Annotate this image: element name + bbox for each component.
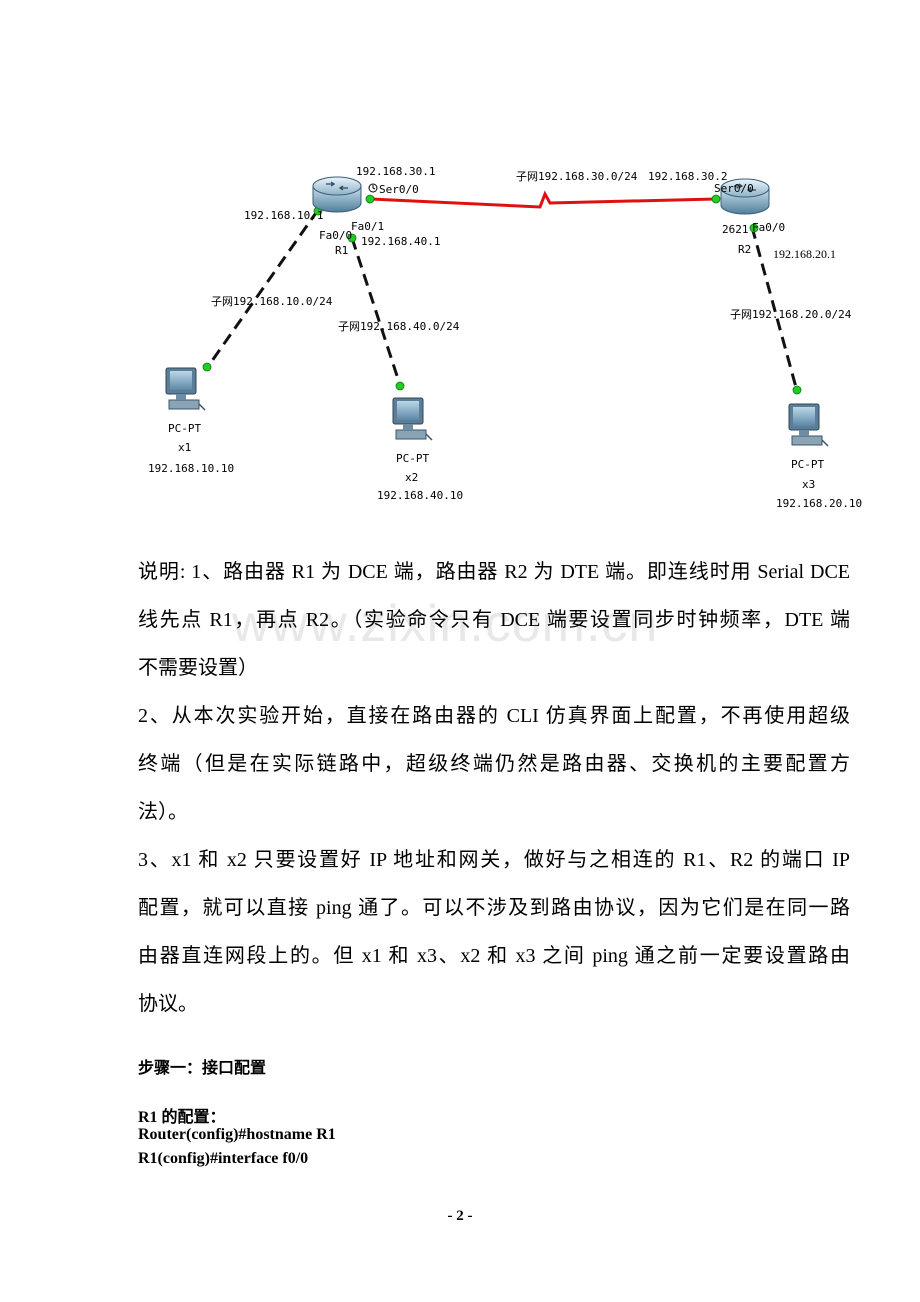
note-3-line-1: 3、x1 和 x2 只要设置好 IP 地址和网关，做好与之相连的 R1、R2 的… (138, 849, 850, 871)
note-1-line-3: 不需要设置） (138, 657, 258, 679)
pc-x3-icon[interactable] (788, 403, 829, 447)
pc-x1-type-label: PC-PT (168, 422, 201, 435)
link-r2-x3 (750, 226, 799, 392)
subnet-10-label: 子网192.168.10.0/24 (211, 295, 333, 308)
note-2-line-2: 终端（但是在实际链路中，超级终端仍然是路由器、交换机的主要配置方 (138, 753, 850, 775)
network-topology-diagram: 192.168.30.1 Ser0/0 192.168.10.1 Fa0/0 F… (148, 165, 862, 510)
serial-link (370, 190, 717, 209)
subnet-20-label: 子网192.168.20.0/24 (730, 308, 852, 321)
pc-x3-ip-label: 192.168.20.10 (776, 497, 862, 510)
r1-fa01-ip-label: 192.168.40.1 (361, 235, 440, 248)
serial-subnet-label: 子网192.168.30.0/24 (516, 170, 638, 183)
command-line-1: Router(config)#hostname R1 (138, 1126, 336, 1143)
r2-name-label: R2 (738, 243, 751, 256)
pc-x1-icon[interactable] (165, 367, 206, 411)
subnet-40-label: 子网192.168.40.0/24 (338, 320, 460, 333)
pc-x3-name-label: x3 (802, 478, 815, 491)
r1-fa01-port-label: Fa0/1 (351, 220, 384, 233)
pc-x1-name-label: x1 (178, 441, 191, 454)
note-3: 3、x1 和 x2 只要设置好 IP 地址和网关，做好与之相连的 R1、R2 的… (138, 836, 850, 1028)
page-number: - 2 - (447, 1208, 473, 1224)
port-indicators (202, 194, 802, 395)
r1-fa00-port-label: Fa0/0 (319, 229, 352, 242)
note-3-line-4: 协议。 (138, 993, 198, 1015)
clock-icon (368, 183, 378, 193)
note-2: 2、从本次实验开始，直接在路由器的 CLI 仿真界面上配置，不再使用超级 终端（… (138, 692, 850, 836)
step1-heading: 步骤一：接口配置 (138, 1060, 267, 1077)
link-r1-x1 (205, 209, 320, 369)
pc-x2-ip-label: 192.168.40.10 (377, 489, 463, 502)
r2-ser-port-label: Ser0/0 (714, 182, 754, 195)
pc-x1-ip-label: 192.168.10.10 (148, 462, 234, 475)
r1-name-label: R1 (335, 244, 348, 257)
note-1-line-2: 线先点 R1，再点 R2。（实验命令只有 DCE 端要设置同步时钟频率，DTE … (138, 609, 850, 631)
pc-x2-type-label: PC-PT (396, 452, 429, 465)
r1-ser-port-label: Ser0/0 (379, 183, 419, 196)
note-3-line-2: 配置，就可以直接 ping 通了。可以不涉及到路由协议，因为它们是在同一路 (138, 897, 850, 919)
note-1-line-1: 说明: 1、路由器 R1 为 DCE 端，路由器 R2 为 DTE 端。即连线时… (138, 561, 850, 583)
r1-ser-ip-label: 192.168.30.1 (356, 165, 435, 178)
pc-x2-name-label: x2 (405, 471, 418, 484)
note-1: 说明: 1、路由器 R1 为 DCE 端，路由器 R2 为 DTE 端。即连线时… (138, 548, 850, 692)
r2-model-label: 2621 (722, 223, 749, 236)
command-line-2: R1(config)#interface f0/0 (138, 1150, 309, 1167)
note-2-line-1: 2、从本次实验开始，直接在路由器的 CLI 仿真界面上配置，不再使用超级 (138, 705, 850, 727)
r1-fa00-ip-label: 192.168.10.1 (244, 209, 323, 222)
r2-fa00-port-label: Fa0/0 (752, 221, 785, 234)
note-2-line-3: 法）。 (138, 801, 188, 823)
r2-fa00-ip-label: 192.168.20.1 (773, 247, 836, 261)
link-r1-x2 (350, 237, 402, 386)
r1-config-heading: R1 的配置： (138, 1109, 226, 1126)
router-r1-icon[interactable] (312, 176, 362, 213)
pc-x3-type-label: PC-PT (791, 458, 824, 471)
r2-ser-ip-label: 192.168.30.2 (648, 170, 727, 183)
router-r2-icon[interactable] (720, 178, 770, 215)
note-3-line-3: 由器直连网段上的。但 x1 和 x3、x2 和 x3 之间 ping 通之前一定… (138, 945, 850, 967)
pc-x2-icon[interactable] (392, 397, 433, 441)
